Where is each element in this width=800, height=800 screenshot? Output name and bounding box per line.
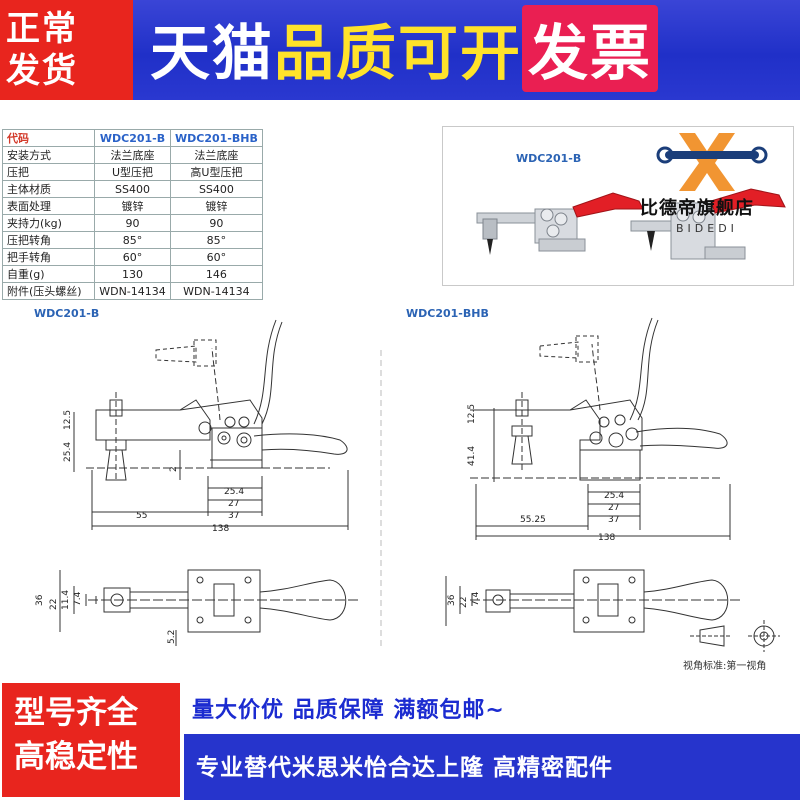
spec-value: 60° [94, 248, 171, 266]
brand-name: 比德帝旗舰店 [640, 198, 754, 219]
spec-header-model-bhb: WDC201-BHB [170, 129, 263, 147]
brand-sub: BIDEDI [676, 222, 738, 235]
spec-table-header: 代码 WDC201-B WDC201-BHB [2, 129, 263, 147]
dim-left-138: 138 [212, 524, 229, 534]
dim-left-2: 2 [169, 466, 179, 472]
spec-value: 60° [170, 248, 263, 266]
clamp-photo-b [476, 192, 644, 255]
product-photo-box [442, 126, 794, 286]
dim-right-36: 36 [447, 594, 457, 606]
view-note: 视角标准:第一视角 [683, 657, 766, 672]
dim-right-37: 37 [608, 515, 619, 525]
spec-attribute: 附件(压头螺丝) [2, 282, 95, 300]
shipping-badge-line2: 发货 [6, 51, 78, 91]
dim-left-7-4: 7.4 [73, 591, 83, 606]
spec-attribute: 自重(g) [2, 265, 95, 283]
spec-attribute: 夹持力(kg) [2, 214, 95, 232]
spec-header-code: 代码 [2, 129, 95, 147]
banner-title-tmall: 天猫 [150, 18, 274, 89]
dim-right-55-25: 55.25 [520, 515, 546, 525]
spec-value: WDN-14134 [170, 282, 263, 300]
spec-value: WDN-14134 [94, 282, 171, 300]
dim-left-25-4: 25.4 [224, 487, 244, 497]
spec-attribute: 压把 [2, 163, 95, 181]
bottom-badge-line2: 高稳定性 [14, 739, 138, 775]
spec-table-row: 表面处理镀锌镀锌 [2, 197, 263, 215]
view-symbol [690, 620, 780, 652]
left-top-view [59, 569, 360, 646]
dim-left-55: 55 [136, 511, 147, 521]
banner-title: 天猫 品质可开 发票 [150, 4, 658, 92]
product-photo [476, 133, 786, 260]
dim-left-12-5: 12.5 [63, 410, 73, 430]
spec-value: 镀锌 [94, 197, 171, 215]
spec-value: 90 [170, 214, 263, 232]
spec-value: 法兰底座 [94, 146, 171, 164]
spec-value: U型压把 [94, 163, 171, 181]
brand-logo [656, 133, 768, 191]
diagram-left-label: WDC201-B [34, 307, 100, 320]
dim-left-5-2: 5.2 [167, 630, 177, 644]
dim-right-41-4: 41.4 [467, 446, 477, 466]
technical-drawings: 12.5 25.4 2 25.4 27 37 55 138 36 22 11.4… [35, 317, 780, 652]
dim-left-27: 27 [228, 499, 239, 509]
spec-header-model-b: WDC201-B [94, 129, 171, 147]
spec-value: 130 [94, 265, 171, 283]
bottom-badge-line1: 型号齐全 [14, 695, 138, 731]
spec-attribute: 安装方式 [2, 146, 95, 164]
spec-attribute: 主体材质 [2, 180, 95, 198]
dim-right-138: 138 [598, 533, 615, 543]
bottom-slogan: 量大价优 品质保障 满额包邮~ [192, 698, 505, 723]
spec-attribute: 把手转角 [2, 248, 95, 266]
right-top-view [445, 569, 740, 633]
dim-right-25-4: 25.4 [604, 491, 624, 501]
clamp-photo-bhb [630, 188, 786, 260]
banner-title-invoice: 发票 [522, 4, 658, 92]
bottom-bar [184, 734, 800, 800]
view-note-standard: 视角标准 [683, 661, 723, 672]
dim-right-12-5: 12.5 [467, 404, 477, 424]
shipping-badge: 正常 发货 [0, 0, 133, 100]
left-side-view [73, 319, 349, 530]
right-side-view [470, 317, 731, 540]
dim-left-22: 22 [49, 599, 59, 610]
photo-model-label: WDC201-B [516, 152, 582, 165]
spec-value: 146 [170, 265, 263, 283]
view-note-first-angle: 第一视角 [726, 661, 767, 672]
dim-right-27: 27 [608, 503, 619, 513]
spec-attribute: 表面处理 [2, 197, 95, 215]
spec-value: 90 [94, 214, 171, 232]
spec-attribute: 压把转角 [2, 231, 95, 249]
dim-right-7-4: 7.4 [471, 591, 481, 606]
dim-left-25-4-v: 25.4 [63, 442, 73, 462]
spec-value: 85° [94, 231, 171, 249]
dim-left-37: 37 [228, 511, 239, 521]
dim-left-11-4: 11.4 [61, 590, 71, 610]
spec-value: SS400 [170, 180, 263, 198]
diagram-right-label: WDC201-BHB [406, 307, 489, 320]
top-banner [0, 0, 800, 100]
spec-value: 高U型压把 [170, 163, 263, 181]
spec-table-row: 安装方式法兰底座法兰底座 [2, 146, 263, 164]
spec-value: 85° [170, 231, 263, 249]
spec-value: SS400 [94, 180, 171, 198]
banner-title-quality: 品质可开 [274, 18, 522, 89]
spec-value: 镀锌 [170, 197, 263, 215]
shipping-badge-line1: 正常 [6, 9, 78, 49]
dim-right-22: 22 [459, 597, 469, 608]
bottom-bar-text: 专业替代米思米怡合达上隆 高精密配件 [196, 755, 614, 781]
bottom-feature-badge: 型号齐全 高稳定性 [2, 683, 180, 797]
view-note-sep: : [723, 661, 727, 672]
dim-left-36: 36 [35, 594, 45, 606]
spec-value: 法兰底座 [170, 146, 263, 164]
